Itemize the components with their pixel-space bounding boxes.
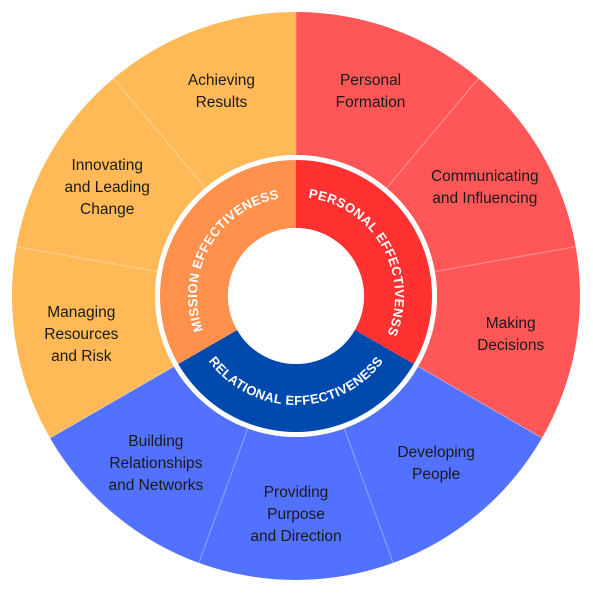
segment-label-line: Communicating	[431, 168, 539, 185]
segment-label-line: and Influencing	[432, 190, 537, 207]
segment-divider	[434, 246, 576, 273]
segment-label-line: Developing	[397, 444, 475, 461]
center-circle	[228, 228, 364, 364]
segment-label-line: and Direction	[250, 528, 341, 545]
segment-communicating-and-influencing	[386, 78, 576, 272]
segment-label-line: Providing	[264, 484, 329, 501]
segment-divider	[112, 78, 206, 189]
segment-managing-resources-and-risk	[11, 246, 174, 438]
core-mission-effectiveness	[160, 160, 296, 364]
segment-divider	[16, 246, 158, 273]
segment-label-line: Managing	[47, 304, 115, 321]
segment-developing-people	[344, 366, 542, 563]
segment-label-line: and Networks	[108, 477, 203, 494]
segment-label-line: Decisions	[477, 337, 544, 354]
segment-label-line: and Risk	[51, 348, 112, 365]
segment-divider	[386, 78, 480, 189]
segment-label-line: and Leading	[65, 179, 150, 196]
segment-label-line: Building	[128, 433, 183, 450]
segment-label-line: People	[412, 466, 460, 483]
segment-innovating-and-leading-change	[16, 78, 206, 272]
segment-label-line: Personal	[340, 72, 401, 89]
segment-divider	[343, 428, 394, 564]
segment-divider	[198, 428, 249, 564]
segment-label-line: Resources	[44, 326, 118, 343]
segment-label-line: Formation	[336, 94, 406, 111]
segment-divider	[49, 365, 175, 439]
inner-ring	[160, 160, 432, 432]
segment-label-line: Change	[80, 201, 134, 218]
segment-personal-formation	[296, 12, 479, 188]
core-relational-effectiveness	[178, 330, 414, 432]
segment-label-line: Purpose	[267, 506, 325, 523]
segment-label-line: Innovating	[71, 157, 143, 174]
segment-label-line: Relationships	[109, 455, 202, 472]
segment-providing-purpose-and-direction	[198, 428, 394, 580]
segment-label-communicating-and-influencing: Communicating and Influencing	[431, 168, 539, 207]
segment-divider	[417, 365, 543, 439]
segment-label-line: Results	[196, 94, 248, 111]
segment-label-line: Making	[486, 315, 536, 332]
core-personal-effectiveness	[296, 160, 432, 364]
segment-building-relationships-and-networks	[50, 366, 248, 563]
segment-label-line: Achieving	[188, 72, 255, 89]
segment-making-decisions	[418, 246, 580, 438]
outer-ring	[11, 12, 580, 580]
segment-achieving-results	[113, 12, 296, 188]
